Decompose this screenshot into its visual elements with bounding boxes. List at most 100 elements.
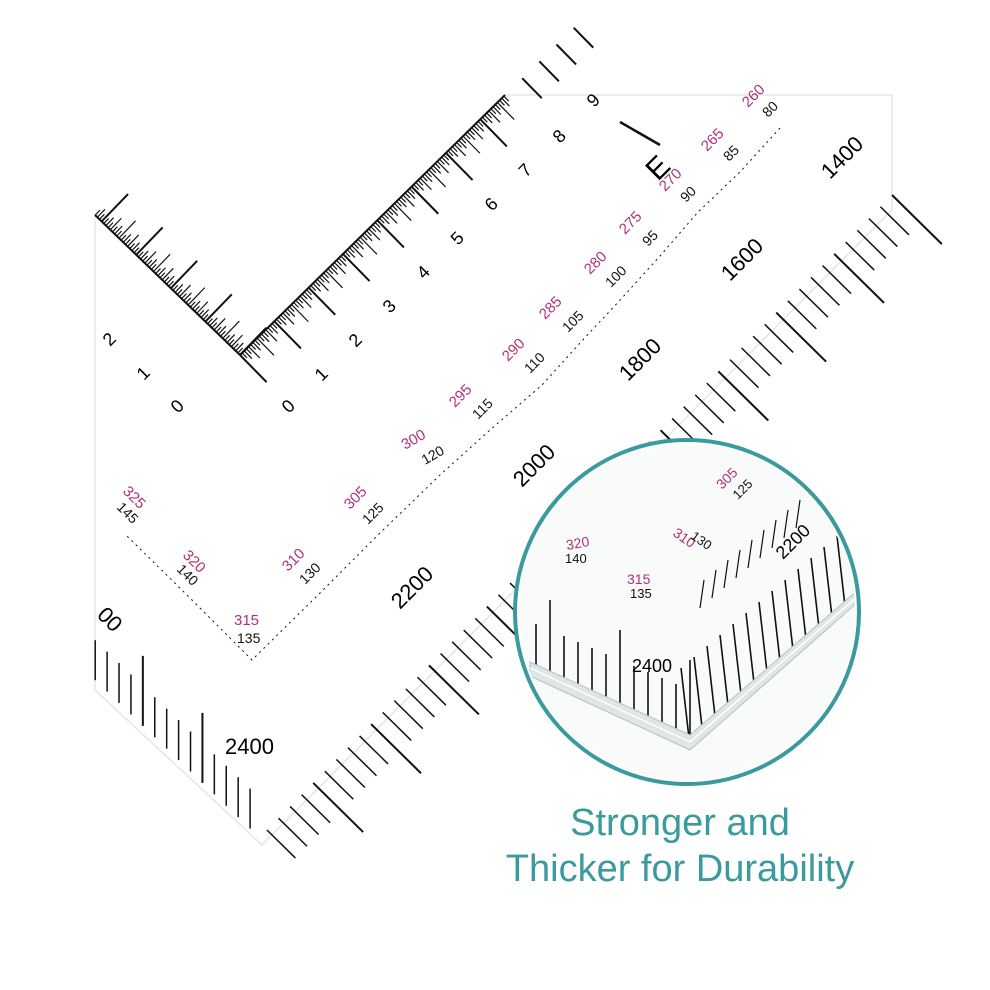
- inch-tick: [250, 344, 257, 350]
- curve-label-black: 90: [677, 183, 699, 205]
- inch-tick: [103, 218, 110, 224]
- zoom-tick: [783, 509, 789, 539]
- inch-tick: [454, 144, 467, 157]
- inch-tick: [129, 243, 136, 249]
- inch-tick: [479, 118, 508, 148]
- inch-tick: [329, 266, 339, 275]
- zoom-tick: [810, 557, 820, 629]
- zoom-tick: [699, 579, 705, 609]
- curve-label-magenta: 315: [234, 612, 259, 629]
- inch-tick: [376, 219, 405, 249]
- inch-tick: [410, 185, 439, 215]
- inch-tick: [248, 346, 261, 359]
- inch-tick: [282, 312, 295, 325]
- inch-label: 7: [515, 160, 536, 181]
- mm-tick: [266, 829, 296, 859]
- inch-tick: [246, 348, 252, 355]
- inch-tick: [447, 150, 454, 157]
- inch-tick: [503, 95, 510, 102]
- inch-tick: [368, 228, 381, 241]
- inch-tick: [161, 267, 174, 281]
- inch-tick: [462, 135, 481, 154]
- mm-tick: [359, 735, 389, 765]
- inch-tick: [291, 304, 309, 323]
- inch-tick: [383, 213, 390, 220]
- inch-tick: [284, 310, 291, 317]
- mm-tick: [740, 347, 771, 377]
- mm-tick: [833, 253, 885, 304]
- zoom-callout: 305 125 310 130 315 135 320 140 2200 240…: [513, 438, 861, 786]
- zoom-tick: [706, 645, 716, 717]
- mm-tick: [393, 700, 424, 730]
- inch-tick: [278, 316, 287, 326]
- mm-tick: [335, 758, 366, 789]
- zoom-tick: [693, 656, 703, 728]
- inch-tick: [346, 249, 356, 259]
- inch-tick: [144, 251, 157, 264]
- zoom-ticks: [535, 499, 855, 740]
- zoom-tick: [771, 590, 781, 662]
- inch-tick: [340, 255, 347, 262]
- inch-tick: [168, 280, 174, 287]
- inch-tick: [174, 284, 184, 293]
- inch-tick: [492, 106, 502, 115]
- inch-tick: [338, 257, 347, 267]
- mm-tick: [868, 217, 898, 248]
- inch-tick: [295, 299, 304, 309]
- inch-tick: [100, 193, 129, 223]
- mm-tick: [729, 359, 759, 389]
- inch-tick: [413, 184, 420, 190]
- inch-tick: [254, 339, 261, 346]
- inch-label: 0: [278, 396, 299, 417]
- mm-tick: [845, 241, 875, 271]
- inch-label: 1: [133, 363, 154, 384]
- inch-tick: [267, 327, 274, 334]
- zoom-tick: [823, 546, 833, 618]
- inch-tick: [389, 207, 399, 216]
- inch-tick: [94, 209, 101, 216]
- inch-tick: [263, 331, 269, 338]
- zoom-tick: [747, 539, 753, 569]
- inch-tick: [445, 152, 474, 181]
- zoom-tick: [735, 549, 741, 579]
- inch-tick: [430, 167, 437, 174]
- inch-tick: [428, 169, 447, 188]
- inch-tick: [280, 314, 287, 321]
- inch-tick: [269, 325, 279, 334]
- inch-tick: [241, 352, 248, 359]
- inch-tick: [109, 217, 122, 231]
- inch-tick: [307, 286, 336, 316]
- inch-tick: [321, 274, 330, 284]
- inch-tick: [133, 247, 140, 254]
- inch-tick: [288, 306, 295, 313]
- curve-line: [125, 127, 781, 661]
- inch-tick: [163, 276, 170, 283]
- inch-tick: [183, 292, 192, 302]
- inch-tick: [172, 284, 179, 291]
- inch-tick: [137, 251, 144, 258]
- inch-tick: [192, 300, 201, 310]
- mm-tick: [347, 747, 378, 777]
- zoom-tick: [784, 579, 794, 651]
- mm-tick: [752, 335, 783, 365]
- mm-tick: [787, 300, 817, 330]
- inch-tick: [116, 230, 123, 237]
- inch-tick: [306, 289, 312, 296]
- inch-tick: [458, 139, 467, 149]
- inch-tick: [99, 213, 105, 220]
- zoom-tick: [745, 612, 755, 684]
- inch-tick: [261, 333, 270, 343]
- mm-tick: [474, 617, 505, 647]
- zoom-tick: [711, 569, 717, 599]
- curve-label-black: 100: [602, 262, 630, 290]
- inch-tick: [348, 247, 355, 254]
- inch-tick: [379, 217, 385, 224]
- inch-tick: [135, 226, 164, 256]
- inch-tick: [473, 125, 480, 132]
- inch-tick: [396, 200, 402, 207]
- inch-tick: [155, 268, 161, 275]
- inch-tick: [434, 163, 441, 169]
- inch-tick: [419, 177, 432, 191]
- inch-tick: [336, 259, 342, 266]
